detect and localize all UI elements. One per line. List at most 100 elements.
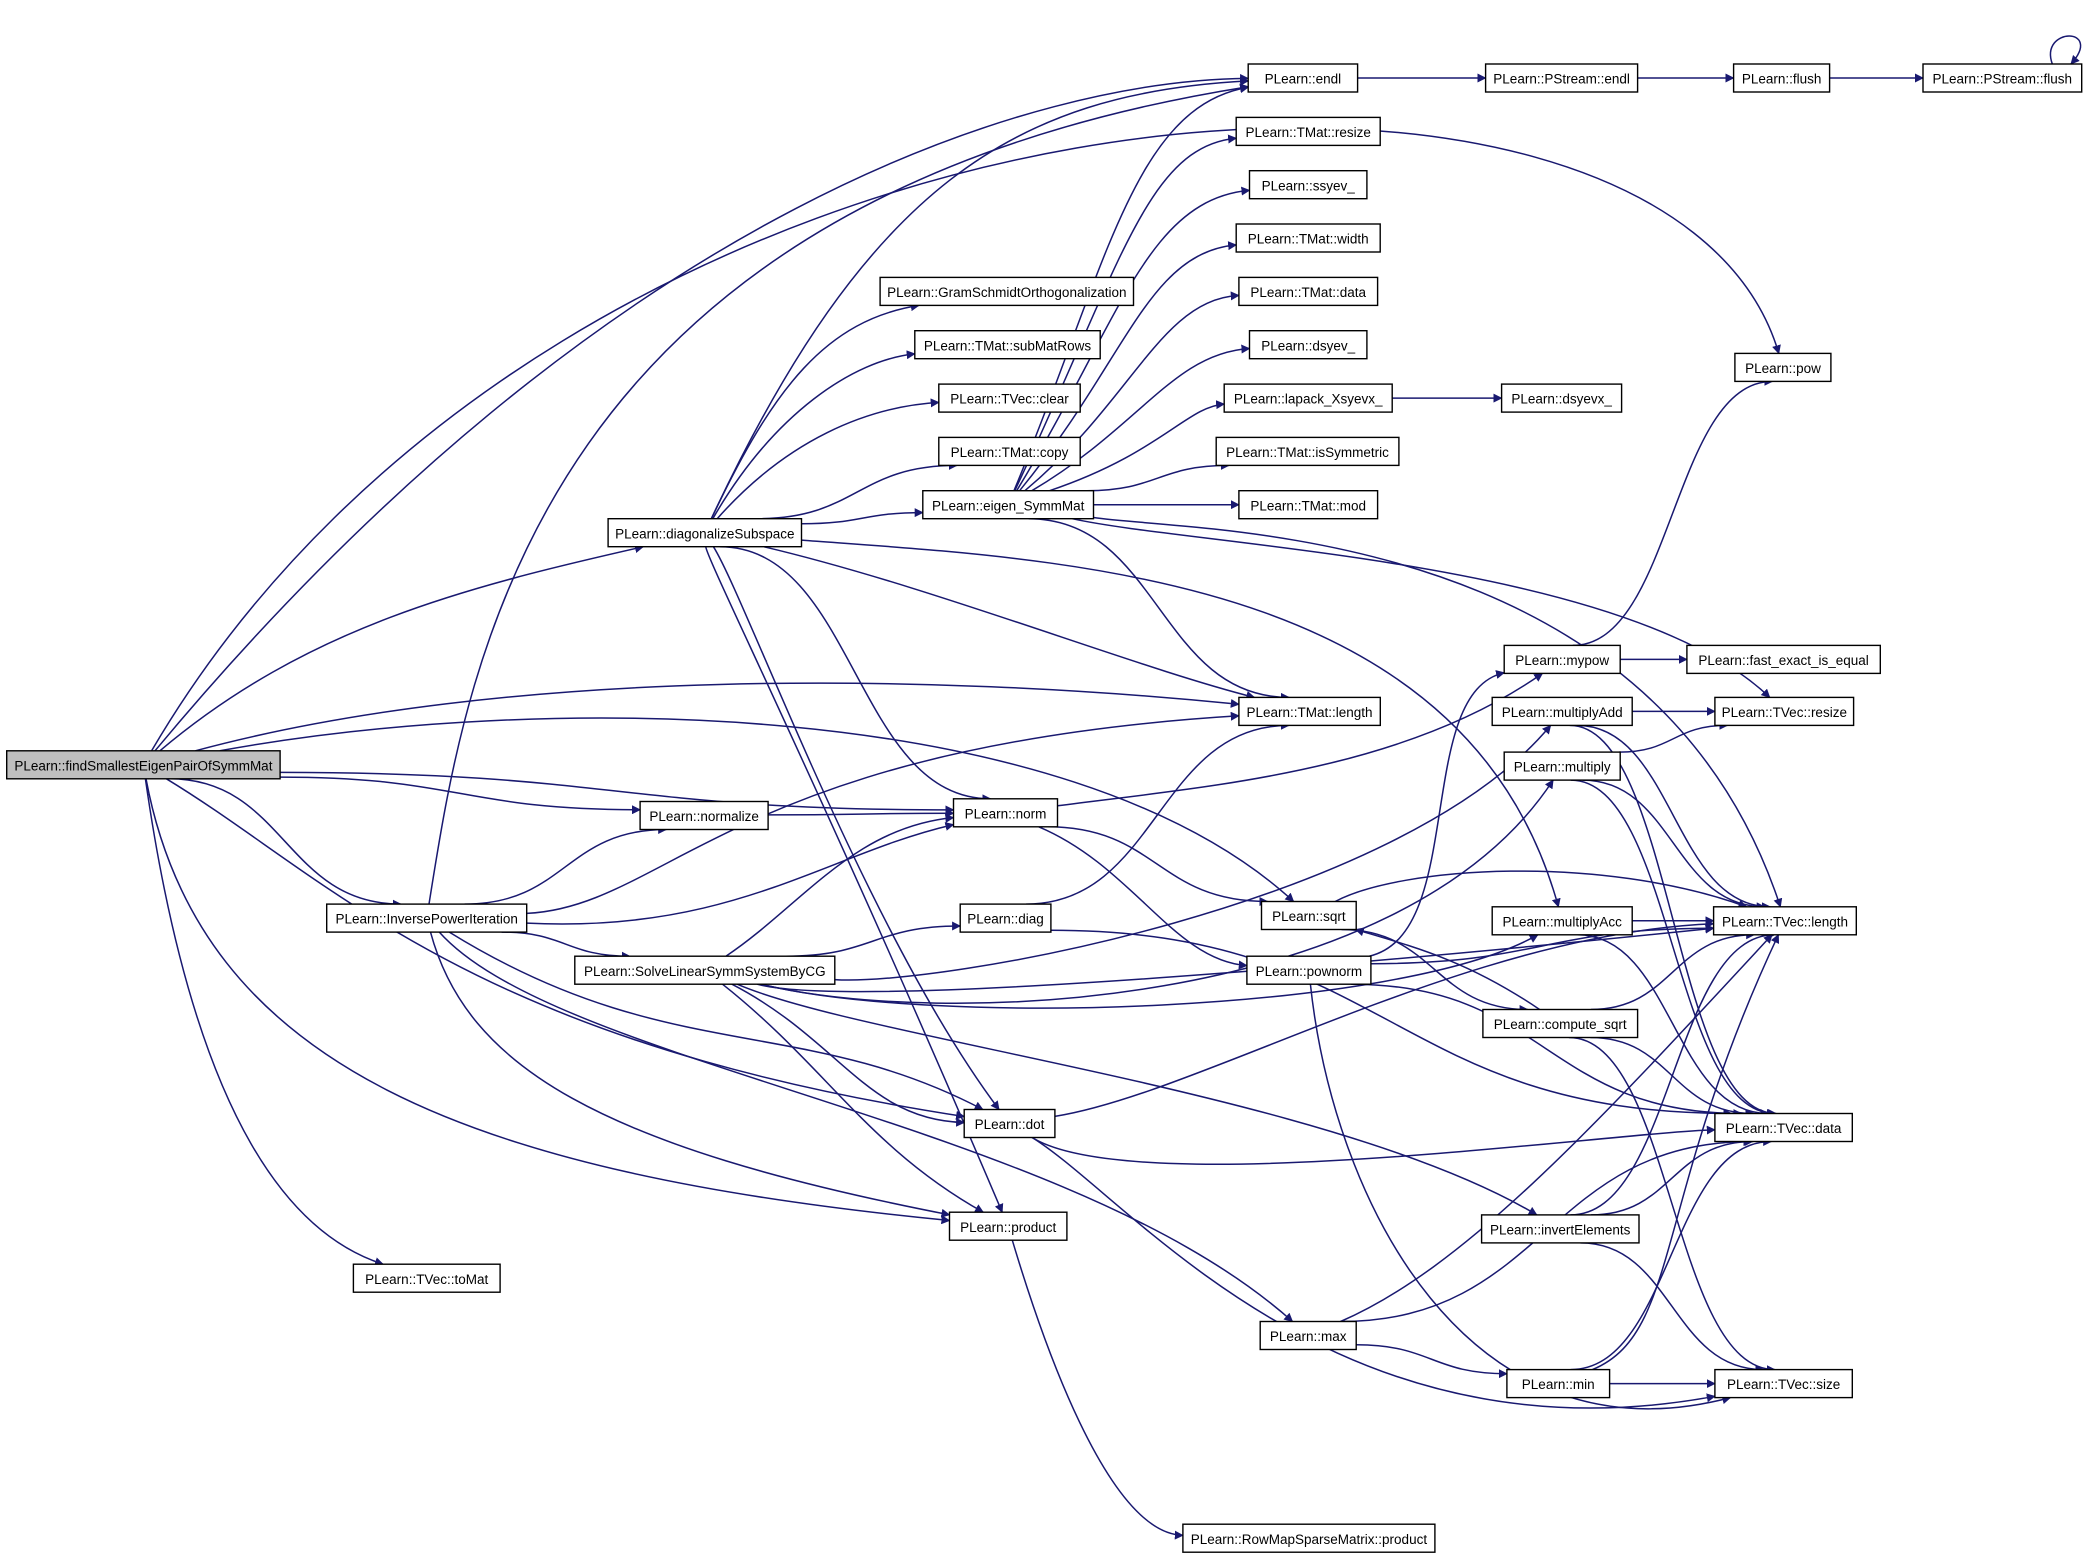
node-box: [1235, 116, 1381, 147]
edge-eigen-to-dsyev: [1031, 344, 1251, 492]
edge-path: [1057, 672, 1544, 807]
edge-pownorm-to-mypow: [1369, 670, 1506, 957]
node-tmat-mod[interactable]: PLearn::TMat::mod: [1238, 490, 1379, 520]
node-compsqrt[interactable]: PLearn::compute_sqrt: [1482, 1008, 1639, 1039]
node-tmat-data[interactable]: PLearn::TMat::data: [1238, 276, 1379, 307]
node-label: PLearn::TVec::resize: [1722, 705, 1847, 720]
edge-normalize-to-norm: [768, 808, 955, 818]
node-tmat-width[interactable]: PLearn::TMat::width: [1235, 223, 1381, 253]
edge-path: [763, 546, 1256, 700]
node-label: PLearn::eigen_SymmMat: [932, 498, 1085, 513]
node-flush[interactable]: PLearn::flush: [1732, 63, 1831, 93]
node-box: [1732, 63, 1831, 93]
node-min[interactable]: PLearn::min: [1506, 1368, 1611, 1399]
edge-root-to-invpow: [169, 778, 402, 909]
node-label: PLearn::pow: [1745, 361, 1821, 376]
node-multadd[interactable]: PLearn::multiplyAdd: [1491, 696, 1633, 727]
node-dsyevx[interactable]: PLearn::dsyevx_: [1500, 383, 1623, 413]
node-normalize[interactable]: PLearn::normalize: [639, 800, 769, 831]
edge-path: [1582, 779, 1766, 912]
edge-sqrt-to-compsqrt: [1341, 928, 1529, 1014]
edge-compsqrt-to-tvec_length: [1590, 930, 1756, 1011]
node-tvec-length[interactable]: PLearn::TVec::length: [1712, 906, 1857, 936]
node-box: [1714, 1368, 1854, 1399]
node-gram[interactable]: PLearn::GramSchmidtOrthogonalization: [879, 276, 1135, 307]
node-multacc[interactable]: PLearn::multiplyAcc: [1491, 906, 1633, 936]
edge-path: [1026, 720, 1290, 905]
node-box: [5, 750, 281, 780]
node-pownorm[interactable]: PLearn::pownorm: [1246, 955, 1372, 985]
node-ps-flush[interactable]: PLearn::PStream::flush: [1922, 63, 2083, 93]
edge-ps_flush-to-ps_flush: [2049, 35, 2082, 65]
edge-diagsub-to-tmat_copy: [757, 460, 958, 520]
edge-norm-to-mypow: [1057, 672, 1544, 807]
edge-path: [756, 924, 1715, 993]
node-dsyev[interactable]: PLearn::dsyev_: [1248, 330, 1368, 360]
edge-path: [144, 778, 384, 1267]
edge-diagsub-to-gram: [710, 302, 920, 520]
node-tvec-clear[interactable]: PLearn::TVec::clear: [938, 383, 1081, 413]
node-issym[interactable]: PLearn::TMat::isSymmetric: [1215, 436, 1400, 467]
nodes-layer: PLearn::findSmallestEigenPairOfSymmMatPL…: [5, 63, 2083, 1553]
node-label: PLearn::lapack_Xsyevx_: [1234, 392, 1383, 407]
node-tmat-length[interactable]: PLearn::TMat::length: [1238, 696, 1382, 727]
node-tvec-size[interactable]: PLearn::TVec::size: [1714, 1368, 1854, 1399]
node-ps-endl[interactable]: PLearn::PStream::endl: [1484, 63, 1639, 93]
node-pow[interactable]: PLearn::pow: [1734, 352, 1832, 383]
node-tomat[interactable]: PLearn::TVec::toMat: [352, 1263, 501, 1293]
node-invpow[interactable]: PLearn::InversePowerIteration: [326, 903, 528, 933]
node-label: PLearn::TMat::resize: [1246, 125, 1371, 140]
node-max[interactable]: PLearn::max: [1259, 1320, 1357, 1351]
node-box: [938, 383, 1081, 413]
node-tmat-copy[interactable]: PLearn::TMat::copy: [938, 436, 1081, 467]
node-label: PLearn::min: [1522, 1377, 1595, 1392]
node-eigen[interactable]: PLearn::eigen_SymmMat: [922, 490, 1095, 520]
edge-multadd-to-tvec_data: [1569, 724, 1778, 1118]
node-diag[interactable]: PLearn::diag: [959, 903, 1052, 933]
node-label: PLearn::multiplyAdd: [1502, 705, 1623, 720]
node-solve[interactable]: PLearn::SolveLinearSymmSystemByCG: [574, 955, 836, 985]
node-lapack[interactable]: PLearn::lapack_Xsyevx_: [1223, 383, 1393, 413]
node-dot[interactable]: PLearn::dot: [963, 1108, 1056, 1139]
edge-solve-to-multadd: [834, 724, 1552, 981]
edge-solve-to-dot: [731, 983, 966, 1127]
node-label: PLearn::normalize: [649, 809, 759, 824]
node-endl[interactable]: PLearn::endl: [1247, 63, 1359, 93]
edge-diagsub-to-dot: [712, 546, 1000, 1111]
node-ssyev[interactable]: PLearn::ssyev_: [1248, 169, 1368, 200]
edge-invpow-to-product: [429, 931, 951, 1218]
edge-path: [428, 83, 1250, 905]
node-fast-eq[interactable]: PLearn::fast_exact_is_equal: [1686, 644, 1882, 675]
node-box: [1491, 906, 1633, 936]
node-tvec-data[interactable]: PLearn::TVec::data: [1714, 1112, 1854, 1143]
node-inverts[interactable]: PLearn::invertElements: [1480, 1214, 1640, 1244]
edge-root-to-product: [145, 778, 951, 1225]
node-label: PLearn::TVec::clear: [950, 392, 1069, 407]
node-box: [1503, 751, 1621, 781]
edge-path: [154, 73, 1250, 752]
node-label: PLearn::TMat::isSymmetric: [1226, 445, 1389, 460]
node-submat[interactable]: PLearn::TMat::subMatRows: [914, 330, 1101, 360]
node-tmat-resize[interactable]: PLearn::TMat::resize: [1235, 116, 1381, 147]
node-tvec-resize[interactable]: PLearn::TVec::resize: [1714, 696, 1855, 727]
node-diagsub[interactable]: PLearn::diagonalizeSubspace: [607, 518, 803, 548]
node-mypow[interactable]: PLearn::mypow: [1503, 644, 1621, 675]
node-rowmap[interactable]: PLearn::RowMapSparseMatrix::product: [1182, 1523, 1436, 1553]
node-multiply[interactable]: PLearn::multiply: [1503, 751, 1621, 781]
edge-path: [1086, 460, 1230, 492]
node-root[interactable]: PLearn::findSmallestEigenPairOfSymmMat: [5, 750, 281, 780]
edge-path: [736, 983, 1538, 1216]
edge-pownorm-to-tvec_length: [1370, 923, 1715, 965]
node-box: [1260, 900, 1357, 931]
node-product[interactable]: PLearn::product: [948, 1211, 1068, 1241]
node-label: PLearn::multiply: [1514, 760, 1611, 775]
node-box: [1500, 383, 1623, 413]
node-norm[interactable]: PLearn::norm: [952, 798, 1059, 828]
edge-invpow-to-normalize: [464, 825, 668, 905]
node-label: PLearn::TMat::length: [1246, 705, 1372, 720]
node-label: PLearn::PStream::endl: [1493, 72, 1630, 87]
node-sqrt[interactable]: PLearn::sqrt: [1260, 900, 1357, 931]
node-box: [1223, 383, 1393, 413]
edge-path: [1572, 376, 1774, 647]
edge-diagsub-to-product: [705, 546, 1004, 1214]
